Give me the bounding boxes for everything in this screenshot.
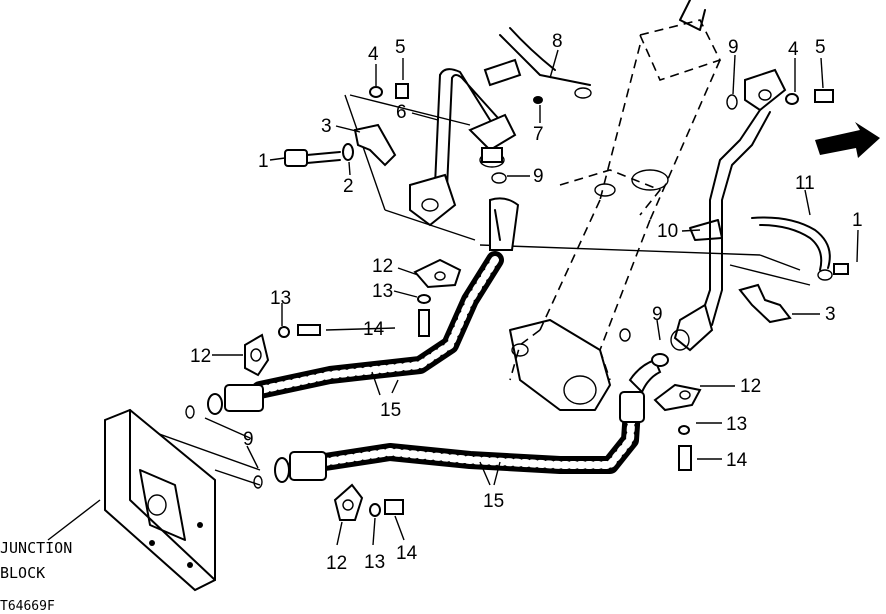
steel-tube-left xyxy=(409,68,517,227)
callout-7: 7 xyxy=(533,124,544,145)
callout-10: 10 xyxy=(657,221,678,242)
washer-13-top xyxy=(417,294,431,304)
clamp-12-top xyxy=(413,258,462,289)
callout-14-bottom: 14 xyxy=(396,543,418,564)
hydraulic-cylinder xyxy=(509,0,722,411)
hose-15-lower xyxy=(316,401,641,474)
hose-end-upper-left xyxy=(185,384,264,419)
callout-4-right: 4 xyxy=(788,39,799,60)
lockwasher-4-right xyxy=(785,93,799,105)
callout-14-left: 14 xyxy=(363,319,385,340)
callout-12-right: 12 xyxy=(740,376,761,397)
callout-4-left: 4 xyxy=(368,44,379,65)
clamp-3-right xyxy=(738,283,792,324)
oring-9-upper-right xyxy=(726,94,738,110)
callout-11: 11 xyxy=(795,173,815,194)
callout-12-bottom: 12 xyxy=(326,553,347,574)
washer-13-bottom xyxy=(369,503,381,517)
callout-1-left: 1 xyxy=(258,151,269,172)
figure-id: T64669F xyxy=(0,599,55,614)
lockwasher-4-left xyxy=(369,86,383,98)
clamp-bracket-8 xyxy=(483,27,592,99)
callout-8: 8 xyxy=(552,31,563,52)
callout-5-right: 5 xyxy=(815,37,826,58)
bolt-1-left xyxy=(284,149,341,167)
clamp-11 xyxy=(751,216,833,281)
junction-block-label-line2: BLOCK xyxy=(0,564,45,582)
screw-14-bottom xyxy=(384,499,404,515)
callout-9-left-upper: 9 xyxy=(243,429,254,450)
callout-1-right: 1 xyxy=(852,210,863,231)
screw-14-right xyxy=(678,445,692,471)
callout-5-left: 5 xyxy=(395,37,406,58)
callout-labels: 1 2 3 4 5 6 7 8 9 9 4 5 10 11 1 3 12 13 … xyxy=(190,31,863,574)
leader-lines xyxy=(47,49,859,546)
washer-13-left xyxy=(278,326,290,338)
callout-13-bottom: 13 xyxy=(364,552,385,573)
hose-15-upper xyxy=(251,251,504,399)
junction-block xyxy=(104,408,216,592)
clamp-12-bottom xyxy=(333,483,364,521)
steel-tube-right xyxy=(670,68,787,352)
clamp-12-right xyxy=(653,383,702,412)
washer-2 xyxy=(342,143,354,161)
bolt-1-right xyxy=(833,263,849,275)
hose-fitting-upper xyxy=(489,197,520,251)
capscrew-5-left xyxy=(395,83,409,99)
callout-13-left: 13 xyxy=(270,288,291,309)
callout-14-right: 14 xyxy=(726,450,748,471)
capscrew-5-right xyxy=(814,89,834,103)
oring-9-upper xyxy=(491,172,507,184)
junction-block-label-line1: JUNCTION xyxy=(0,539,72,557)
hose-end-lower-left xyxy=(253,451,327,489)
callout-15-lower: 15 xyxy=(483,491,504,512)
bolt-7 xyxy=(533,96,543,104)
screw-14-top xyxy=(418,309,430,337)
hose-end-right xyxy=(619,328,669,423)
callout-9-right: 9 xyxy=(652,304,663,325)
callout-13-right: 13 xyxy=(726,414,747,435)
callout-13-top: 13 xyxy=(372,281,393,302)
front-direction-arrow xyxy=(815,122,880,158)
callout-6: 6 xyxy=(396,102,407,123)
callout-3-right: 3 xyxy=(825,304,836,325)
callout-9-upper: 9 xyxy=(533,166,544,187)
clamp-3-left xyxy=(353,123,397,167)
callout-15-upper: 15 xyxy=(380,400,401,421)
callout-3-left: 3 xyxy=(321,116,332,137)
callout-12-top: 12 xyxy=(372,256,393,277)
callout-2: 2 xyxy=(343,176,354,197)
clamp-12-left xyxy=(244,333,270,377)
callout-9-upper-right: 9 xyxy=(728,37,739,58)
washer-13-right xyxy=(678,425,690,435)
callout-12-left: 12 xyxy=(190,346,211,367)
screw-14-left xyxy=(297,324,321,336)
